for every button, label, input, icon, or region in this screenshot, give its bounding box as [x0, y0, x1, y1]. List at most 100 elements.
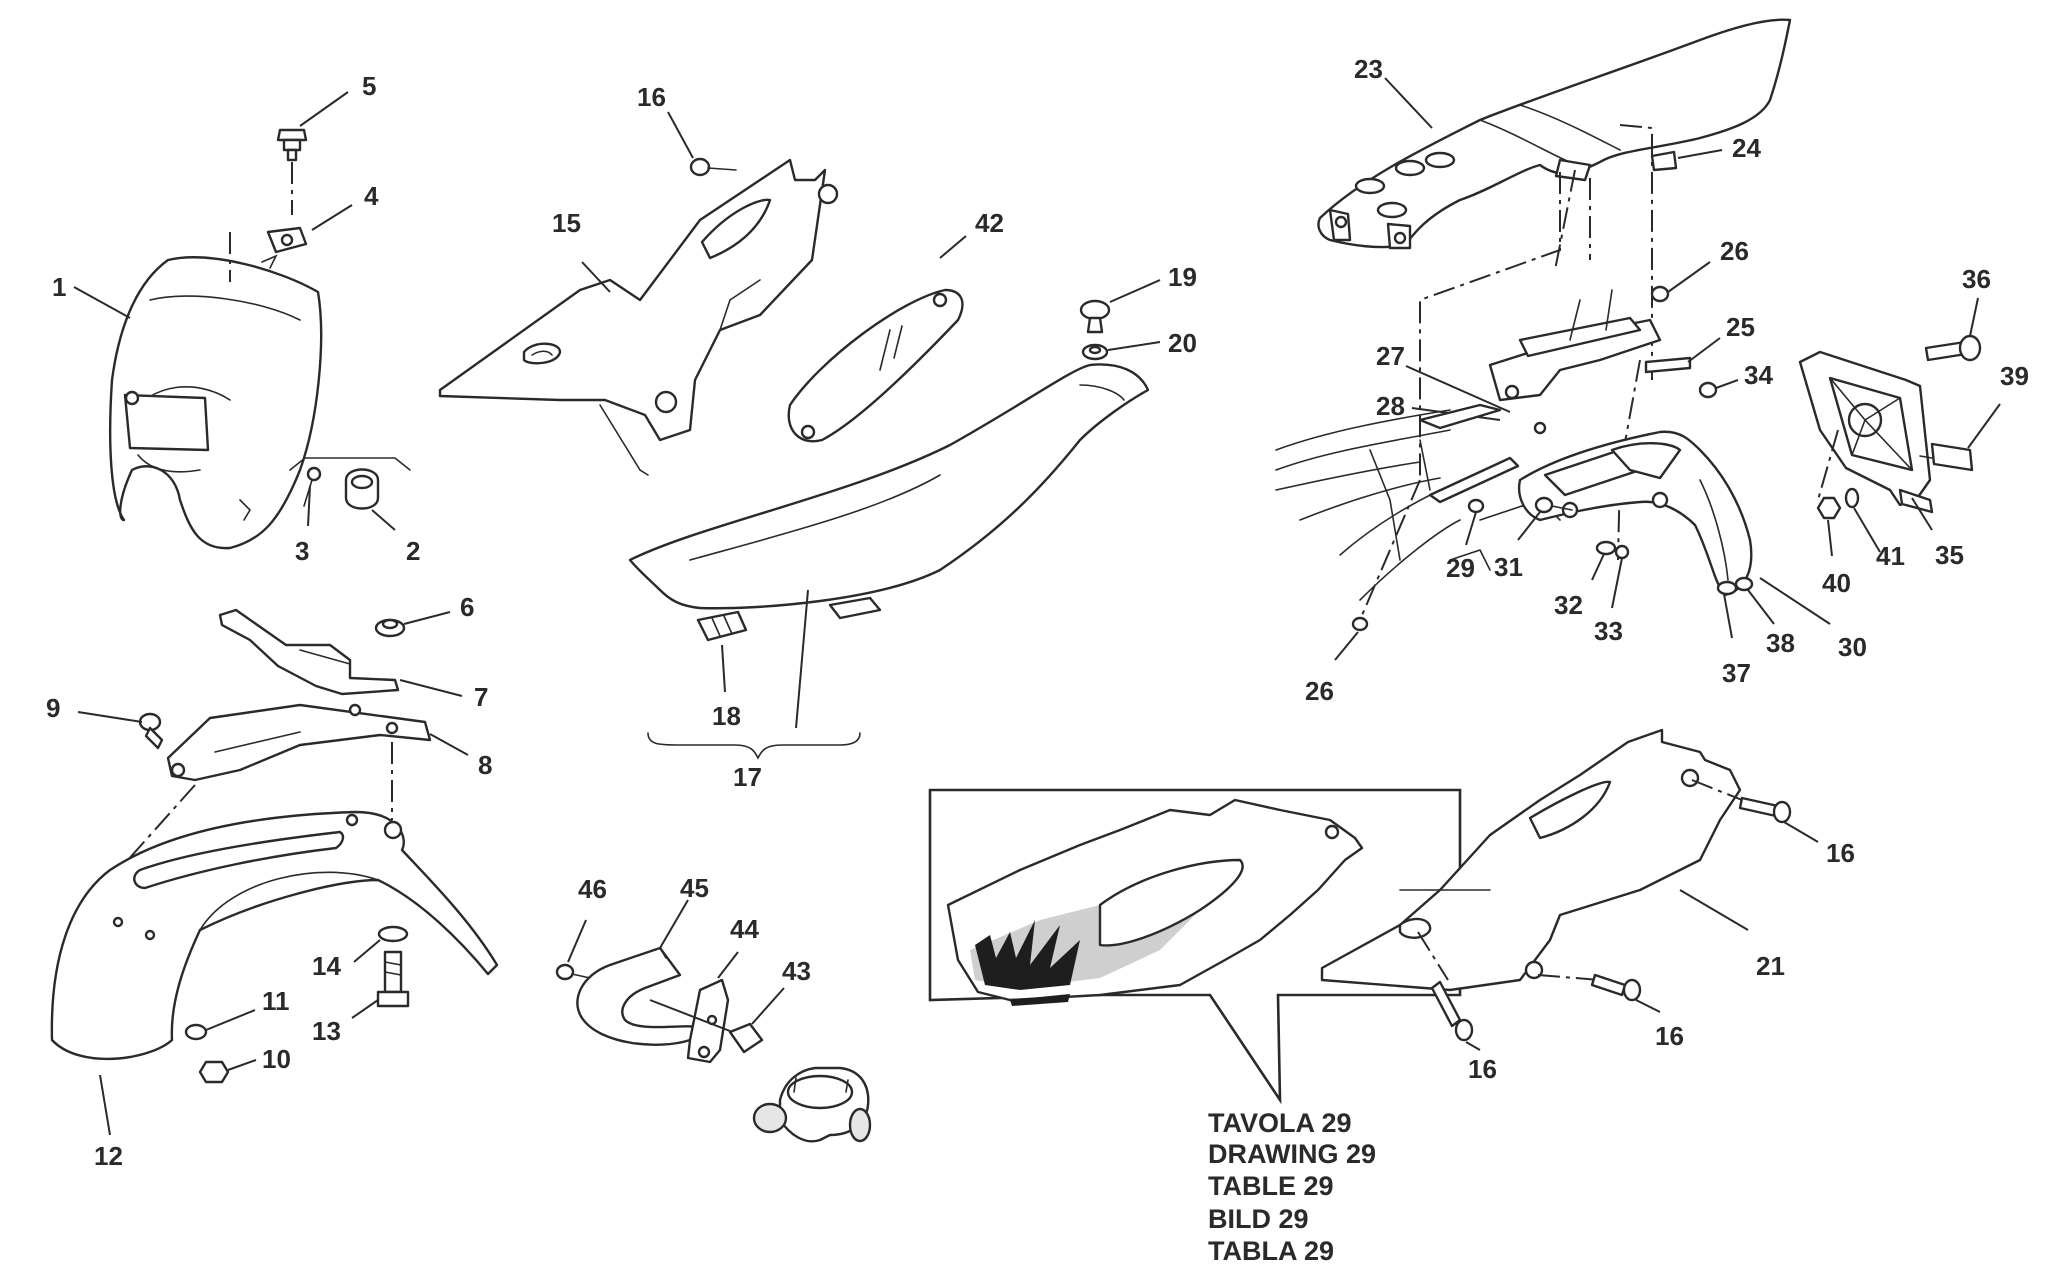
label-28: 28	[1376, 391, 1405, 421]
label-32: 32	[1554, 590, 1583, 620]
front-fender	[50, 810, 499, 1061]
label-9: 9	[46, 693, 60, 723]
screw-16-bottom-left	[1430, 980, 1474, 1042]
label-16b: 16	[1826, 838, 1855, 868]
label-33: 33	[1594, 616, 1623, 646]
washer-6	[374, 618, 406, 638]
label-10: 10	[262, 1044, 291, 1074]
screw-16-bottom-right	[1590, 973, 1642, 1002]
label-19: 19	[1168, 262, 1197, 292]
caption-line-5: TABLA 29	[1208, 1236, 1334, 1266]
washer-37	[1716, 580, 1738, 596]
caption-line-2: DRAWING 29	[1208, 1139, 1376, 1169]
label-26a: 26	[1720, 236, 1749, 266]
label-31: 31	[1494, 552, 1523, 582]
nut-10	[198, 1060, 230, 1084]
caption-line-1: TAVOLA 29	[1208, 1108, 1352, 1138]
rear-fender	[1317, 18, 1792, 250]
label-13: 13	[312, 1016, 341, 1046]
grommet-19	[1079, 299, 1111, 334]
label-46: 46	[578, 874, 607, 904]
label-11: 11	[262, 986, 290, 1016]
bracket-7	[218, 608, 400, 696]
bolt-5	[276, 128, 308, 162]
rear-mudguard-holder	[1517, 430, 1753, 597]
label-14: 14	[312, 951, 341, 981]
bolt-31	[1534, 496, 1573, 514]
label-16c: 16	[1468, 1054, 1497, 1084]
screw-46	[555, 963, 591, 981]
label-38: 38	[1766, 628, 1795, 658]
label-8: 8	[478, 750, 492, 780]
label-29: 29	[1446, 553, 1475, 583]
label-27: 27	[1376, 341, 1405, 371]
bracket-44	[686, 978, 730, 1064]
washer-14	[377, 925, 409, 943]
washer-38	[1734, 576, 1754, 592]
seat	[628, 363, 1150, 620]
clamp-2	[344, 468, 380, 510]
screw-3	[303, 466, 322, 507]
license-plate-holder	[1798, 350, 1934, 514]
label-37: 37	[1722, 658, 1751, 688]
label-41: 41	[1876, 541, 1905, 571]
caption-line-4: BILD 29	[1208, 1204, 1309, 1234]
screw-16-right	[1738, 796, 1792, 824]
label-16a: 16	[637, 82, 666, 112]
label-43: 43	[782, 956, 811, 986]
headlight-fairing	[108, 256, 323, 550]
washer-32	[1595, 540, 1617, 556]
label-44: 44	[730, 914, 759, 944]
inset-detail	[928, 788, 1462, 1105]
nut-26-bottom	[1351, 616, 1369, 632]
label-26b: 26	[1305, 676, 1334, 706]
label-45: 45	[680, 873, 709, 903]
label-1: 1	[52, 272, 66, 302]
plate-8	[166, 703, 432, 782]
label-6: 6	[460, 592, 474, 622]
bolt-25	[1644, 356, 1692, 374]
label-25: 25	[1726, 312, 1755, 342]
label-34: 34	[1744, 360, 1773, 390]
label-18: 18	[712, 701, 741, 731]
side-panel-left	[438, 158, 839, 476]
cover-plate-42	[787, 288, 964, 443]
label-35: 35	[1935, 540, 1964, 570]
bolt-36	[1924, 334, 1982, 362]
screw-33	[1614, 544, 1630, 560]
label-16d: 16	[1655, 1021, 1684, 1051]
label-4: 4	[364, 181, 379, 211]
label-5: 5	[362, 71, 376, 101]
bolt-9	[138, 712, 164, 750]
washer-11	[184, 1023, 208, 1041]
nut-40	[1816, 496, 1842, 520]
label-36: 36	[1962, 264, 1991, 294]
clip-24	[1650, 150, 1678, 172]
caption-line-3: TABLE 29	[1208, 1171, 1334, 1201]
label-15: 15	[552, 208, 581, 238]
block-18	[696, 610, 748, 642]
rear-subframe-bracket	[1488, 289, 1662, 435]
clamp-43	[728, 1022, 764, 1054]
label-3: 3	[295, 536, 309, 566]
nut-34	[1698, 381, 1718, 399]
side-panel-right	[1320, 728, 1742, 992]
label-17: 17	[733, 762, 762, 792]
fuel-tap	[752, 1066, 872, 1143]
label-20: 20	[1168, 328, 1197, 358]
nut-29	[1467, 498, 1485, 514]
label-2: 2	[406, 536, 420, 566]
bolt-13	[376, 950, 410, 1008]
clip-4	[261, 226, 308, 269]
label-21: 21	[1756, 951, 1785, 981]
strap-45	[576, 946, 702, 1046]
nut-26-top	[1650, 285, 1670, 303]
label-24: 24	[1732, 133, 1761, 163]
label-42: 42	[975, 208, 1004, 238]
label-40: 40	[1822, 568, 1851, 598]
label-7: 7	[474, 682, 488, 712]
label-30: 30	[1838, 632, 1867, 662]
label-12: 12	[94, 1141, 123, 1171]
reflector-39	[1919, 442, 1974, 472]
